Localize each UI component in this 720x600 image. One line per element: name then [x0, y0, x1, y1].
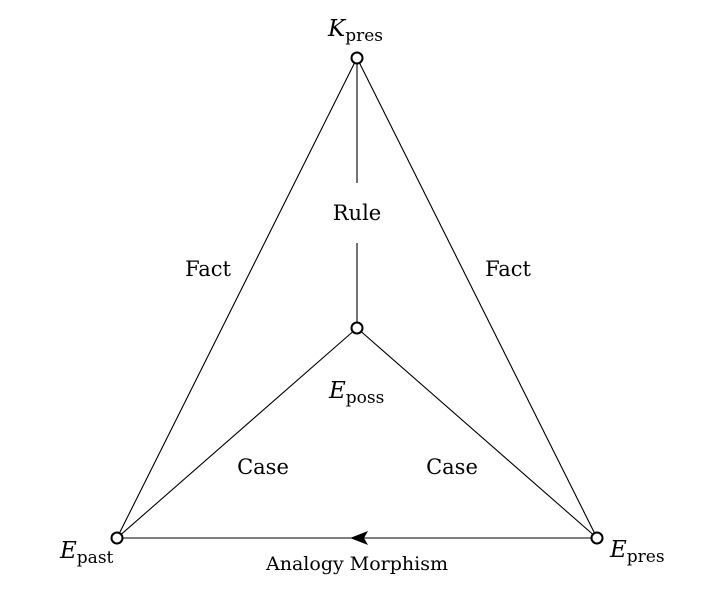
label-fact-left: Fact [185, 257, 231, 281]
label-analogy-morphism: Analogy Morphism [265, 553, 448, 575]
label-case-right: Case [426, 455, 478, 479]
edge-fact-left [116, 57, 358, 539]
label-e-poss: Eposs [328, 378, 384, 408]
node-k-pres [350, 51, 364, 65]
label-e-past: Epast [59, 538, 114, 568]
edge-case-right [356, 327, 598, 539]
label-rule: Rule [333, 201, 381, 225]
label-e-pres: Epres [609, 537, 665, 567]
node-e-past [110, 531, 124, 545]
label-fact-right: Fact [485, 257, 531, 281]
arrowhead-left-icon [350, 531, 368, 545]
node-e-pres [590, 531, 604, 545]
label-case-left: Case [237, 455, 289, 479]
edge-case-left [116, 327, 358, 539]
label-k-pres: Kpres [327, 16, 383, 46]
edge-fact-right [356, 57, 598, 539]
node-e-poss [350, 321, 364, 335]
